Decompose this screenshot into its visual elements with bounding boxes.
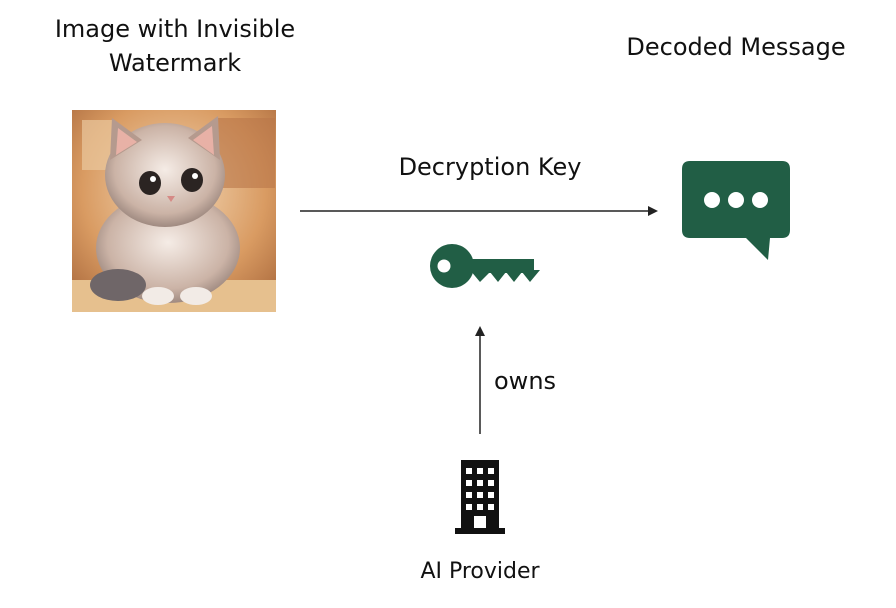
image-title: Image with Invisible Watermark [54, 15, 296, 77]
key-icon [430, 244, 540, 288]
ai-provider-label: AI Provider [420, 559, 540, 584]
owns-label: owns [494, 367, 557, 395]
building-icon [455, 460, 505, 534]
cat-image [72, 110, 276, 312]
decryption-key-label: Decryption Key [398, 153, 582, 181]
decoded-message-title: Decoded Message [626, 33, 846, 61]
chat-bubble-icon [682, 161, 790, 260]
